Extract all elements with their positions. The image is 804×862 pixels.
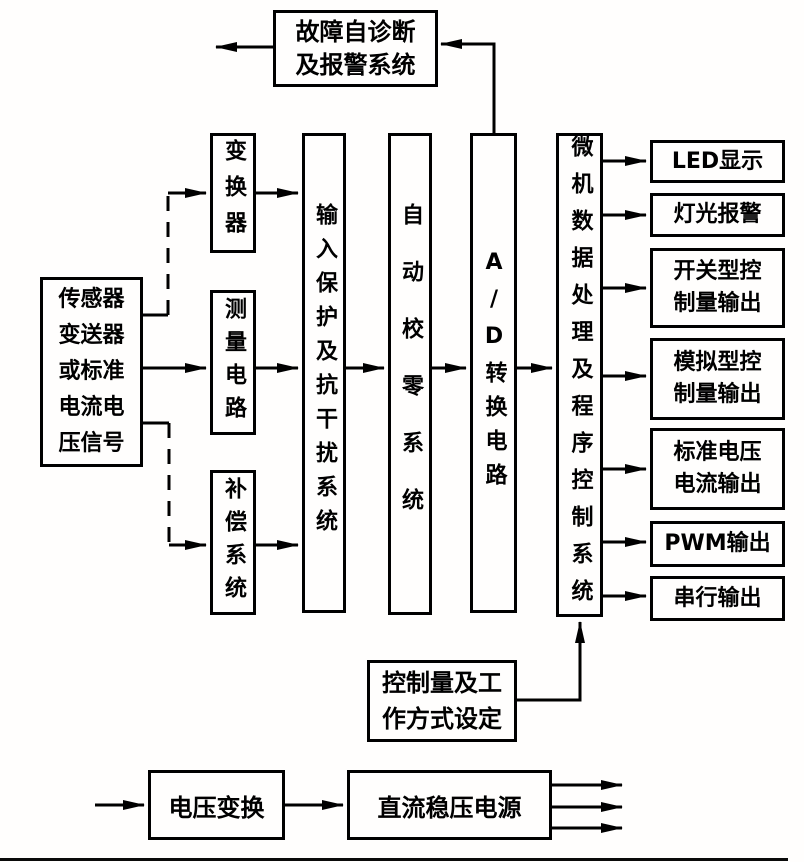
label-setting-line2: 作方式设定 <box>382 705 502 733</box>
label-setting-line1: 控制量及工 <box>382 669 502 697</box>
label-converter: 变换器 <box>221 139 246 247</box>
block-output-led-display: LED显示 <box>650 140 785 183</box>
block-dc-regulated-power: 直流稳压电源 <box>347 770 552 840</box>
label-standard-output-line2: 电流输出 <box>673 472 762 497</box>
block-output-lamp-alarm: 灯光报警 <box>650 193 785 237</box>
scan-artifact-bottom-edge <box>0 858 788 861</box>
block-ad-conversion-circuit: A/D转换电路 <box>470 133 517 613</box>
block-converter: 变换器 <box>210 133 256 253</box>
label-led-display: LED显示 <box>671 148 764 174</box>
arrow-setting-to-mcu <box>517 621 585 702</box>
block-input-protection-anti-interference: 输入保护及抗干扰系统 <box>302 133 346 613</box>
label-compensation-system: 补偿系统 <box>221 476 246 609</box>
label-switch-control-line1: 开关型控 <box>673 259 762 284</box>
block-output-standard-voltage-current: 标准电压 电流输出 <box>650 428 785 510</box>
block-output-serial: 串行输出 <box>650 576 785 621</box>
label-fault-line2: 及报警系统 <box>295 50 416 79</box>
signal-arrows <box>95 39 647 833</box>
label-voltage-conversion: 电压变换 <box>168 793 265 822</box>
block-sensor-input: 传感器 变送器 或标准 电流电 压信号 <box>40 277 143 467</box>
label-analog-control-line2: 制量输出 <box>673 382 762 407</box>
label-fault-line1: 故障自诊断 <box>295 17 416 46</box>
block-mcu-data-processing-program-control: 微机数据处理及程序控制系统 <box>556 133 603 617</box>
label-lamp-alarm: 灯光报警 <box>673 202 762 227</box>
label-sensor-line1: 传感器 <box>58 287 125 312</box>
label-serial-output: 串行输出 <box>673 585 762 611</box>
block-auto-zero-system: 自动校零系统 <box>388 133 432 615</box>
block-measuring-circuit: 测量电路 <box>210 290 256 435</box>
label-switch-control-line2: 制量输出 <box>673 291 762 316</box>
block-compensation-system: 补偿系统 <box>210 470 256 615</box>
label-sensor-line4: 电流电 <box>58 395 125 420</box>
label-sensor-line5: 压信号 <box>58 431 125 456</box>
label-auto-zero: 自动校零系统 <box>398 203 423 545</box>
block-output-switch-control: 开关型控 制量输出 <box>650 248 785 328</box>
label-input-protection: 输入保护及抗干扰系统 <box>312 203 337 543</box>
label-sensor-line2: 变送器 <box>58 323 125 348</box>
block-output-analog-control: 模拟型控 制量输出 <box>650 338 785 420</box>
label-sensor-line3: 或标准 <box>58 359 125 384</box>
block-fault-diagnosis-alarm: 故障自诊断 及报警系统 <box>273 10 438 87</box>
block-voltage-conversion: 电压变换 <box>148 770 285 840</box>
label-ad-conversion: A/D转换电路 <box>481 249 507 497</box>
block-control-mode-setting: 控制量及工 作方式设定 <box>367 660 517 742</box>
label-measuring-circuit: 测量电路 <box>221 296 246 429</box>
label-standard-output-line1: 标准电压 <box>673 440 762 465</box>
label-mcu: 微机数据处理及程序控制系统 <box>567 134 593 616</box>
line-ad-to-fault <box>440 39 496 133</box>
label-dc-power: 直流稳压电源 <box>377 793 522 822</box>
label-analog-control-line1: 模拟型控 <box>673 350 762 375</box>
label-pwm-output: PWM输出 <box>664 531 771 556</box>
block-output-pwm: PWM输出 <box>650 521 785 567</box>
